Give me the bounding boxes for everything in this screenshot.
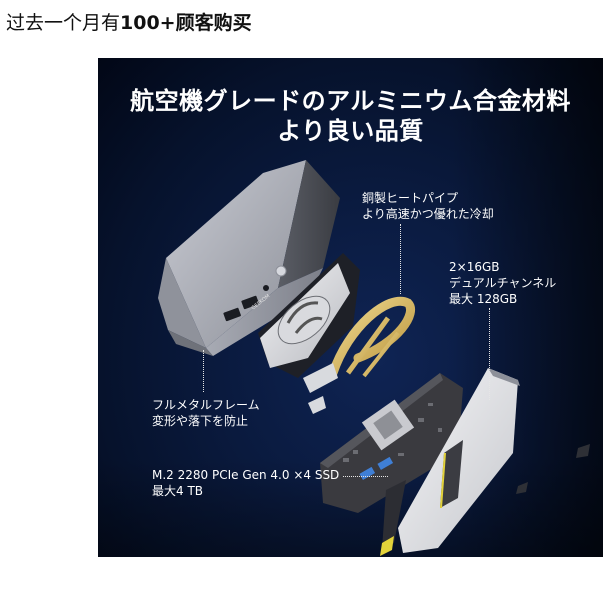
callout-ssd: M.2 2280 PCIe Gen 4.0 ×4 SSD 最大4 TB xyxy=(152,467,339,499)
callout-ssd-capacity: 最大4 TB xyxy=(152,484,204,498)
copper-heatpipe xyxy=(328,296,415,378)
callout-ssd-spec: M.2 2280 PCIe Gen 4.0 ×4 SSD xyxy=(152,468,340,482)
screw-piece xyxy=(576,444,590,458)
callout-heatpipe-title: 銅製ヒートパイプ xyxy=(362,191,459,205)
exploded-mini-pc-illustration: GEEKOM xyxy=(158,160,590,556)
callout-memory-max: 最大 128GB xyxy=(449,292,518,306)
ssd-pointer-line xyxy=(343,476,388,477)
memory-pointer-line xyxy=(489,308,490,400)
purchase-prefix: 过去一个月有 xyxy=(6,12,121,34)
purchase-suffix: 顾客购买 xyxy=(175,12,252,34)
product-image[interactable]: 航空機グレードのアルミニウム合金材料 より良い品質 xyxy=(98,58,603,557)
callout-memory-channel: デュアルチャンネル xyxy=(449,276,557,290)
fan-assembly xyxy=(258,253,360,378)
callout-frame-title: フルメタルフレーム xyxy=(152,398,260,412)
frame-pointer-line xyxy=(203,350,204,392)
headline-line-1: 航空機グレードのアルミニウム合金材料 xyxy=(130,87,571,115)
brackets xyxy=(303,363,338,414)
bottom-plate xyxy=(398,368,520,553)
callout-frame: フルメタルフレーム 変形や落下を防止 xyxy=(152,397,260,429)
mainboard xyxy=(320,373,463,513)
purchase-count-text: 过去一个月有100+顾客购买 xyxy=(6,10,252,36)
callout-frame-desc: 変形や落下を防止 xyxy=(152,414,249,428)
screw-piece xyxy=(516,482,528,494)
chassis: GEEKOM xyxy=(158,160,340,356)
callout-memory: 2×16GB デュアルチャンネル 最大 128GB xyxy=(449,259,556,307)
headline-line-2: より良い品質 xyxy=(277,117,424,145)
callout-memory-size: 2×16GB xyxy=(449,260,500,274)
callout-heatpipe-desc: より高速かつ優れた冷却 xyxy=(362,207,494,221)
heatpipe-pointer-line xyxy=(400,224,401,294)
purchase-count: 100+ xyxy=(120,12,176,34)
product-headline: 航空機グレードのアルミニウム合金材料 より良い品質 xyxy=(98,86,603,146)
callout-heatpipe: 銅製ヒートパイプ より高速かつ優れた冷却 xyxy=(362,190,494,222)
ssd-module xyxy=(380,480,406,556)
